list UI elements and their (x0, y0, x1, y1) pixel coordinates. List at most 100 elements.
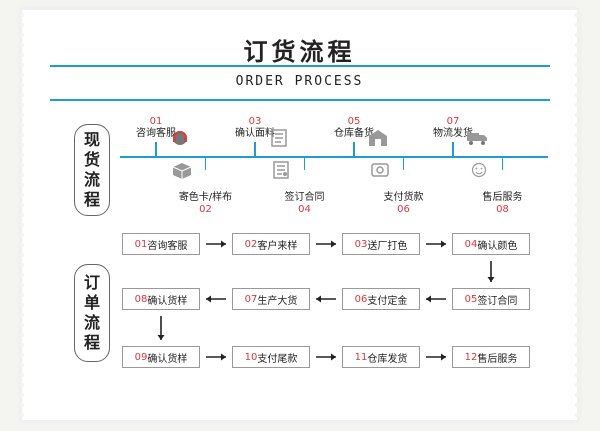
timeline-tick (204, 156, 207, 170)
flow-arrow (426, 353, 446, 361)
order-tag-char: 单 (83, 293, 100, 312)
stock-step-label: 售后服务 (482, 192, 523, 203)
flow-arrow (426, 240, 446, 248)
order-step-number: 01 (134, 238, 148, 250)
order-step-number: 06 (354, 293, 368, 305)
order-step-number: 05 (464, 293, 478, 305)
order-step-number: 02 (244, 238, 258, 250)
stock-step-label: 确认面料 (235, 128, 275, 139)
order-step-label: 送厂打色 (367, 240, 408, 252)
order-step-number: 07 (244, 293, 258, 305)
stock-timeline (120, 156, 548, 158)
order-step-label: 确认货样 (147, 353, 188, 365)
stock-step-label: 签订合同 (284, 192, 325, 203)
truck-icon (466, 130, 488, 150)
order-tag-char: 程 (83, 333, 100, 352)
order-step-number: 03 (354, 238, 368, 250)
stock-step-number: 03 (248, 116, 262, 127)
page-subtitle: ORDER PROCESS (235, 74, 364, 89)
order-step-label: 支付尾款 (257, 353, 298, 365)
order-step-label: 支付定金 (367, 295, 408, 307)
torn-edge-left (19, 10, 25, 420)
timeline-tick (155, 142, 157, 156)
stock-tag-char: 现 (83, 130, 100, 149)
flow-arrow (316, 295, 336, 303)
stock-process-tag: 现 货 流 程 (74, 124, 110, 216)
stock-step-number: 05 (347, 116, 361, 127)
stock-step-number: 02 (199, 204, 212, 215)
stock-step-number: 06 (397, 204, 410, 215)
flow-arrow (206, 353, 226, 361)
stock-step-label: 物流发货 (433, 128, 473, 139)
stock-step-number: 01 (149, 116, 163, 127)
order-step-number: 11 (354, 351, 368, 363)
order-step-number: 10 (244, 351, 258, 363)
order-step-label: 客户来样 (257, 240, 298, 252)
flow-arrow (157, 316, 165, 340)
order-step-label: 确认颜色 (477, 240, 518, 252)
flow-arrow (206, 295, 226, 303)
stock-tag-char: 货 (83, 150, 100, 169)
stock-tag-char: 程 (83, 190, 100, 209)
stock-step-label: 咨询客服 (136, 128, 176, 139)
timeline-tick (402, 156, 405, 170)
order-step-number: 09 (134, 351, 148, 363)
flow-arrow (487, 261, 495, 282)
stock-tag-char: 流 (83, 170, 100, 189)
order-tag-char: 流 (83, 313, 100, 332)
order-step-number: 12 (464, 351, 478, 363)
headset-icon (170, 128, 190, 152)
flow-arrow (316, 353, 336, 361)
order-step-label: 咨询客服 (147, 240, 188, 252)
order-step-label: 确认货样 (147, 295, 188, 307)
flow-arrow (206, 240, 226, 248)
stock-step-label: 仓库备货 (334, 128, 374, 139)
contract-icon (272, 161, 289, 183)
smile-icon (471, 162, 487, 182)
flow-arrow (316, 240, 336, 248)
torn-edge-right (574, 10, 580, 420)
order-step-label: 仓库发货 (367, 353, 408, 365)
stock-step-label: 寄色卡/样布 (178, 192, 233, 203)
title-rule-top (50, 65, 550, 67)
stock-step-number: 04 (298, 204, 311, 215)
order-step-label: 签订合同 (477, 295, 518, 307)
timeline-tick (501, 156, 504, 170)
payment-icon (370, 162, 389, 182)
timeline-tick (254, 142, 256, 156)
title-rule-bottom (50, 99, 550, 101)
order-step-number: 08 (134, 293, 148, 305)
page-title: 订货流程 (243, 38, 356, 66)
stock-step-number: 07 (446, 116, 460, 127)
stock-step-number: 08 (496, 204, 509, 215)
order-process-tag: 订 单 流 程 (74, 264, 110, 362)
order-step-label: 生产大货 (257, 295, 298, 307)
timeline-tick (303, 156, 306, 170)
order-step-label: 售后服务 (477, 353, 518, 365)
order-step-number: 04 (464, 238, 478, 250)
flow-arrow (426, 295, 446, 303)
order-tag-char: 订 (83, 273, 100, 292)
timeline-tick (353, 142, 355, 156)
warehouse-icon (368, 129, 388, 151)
